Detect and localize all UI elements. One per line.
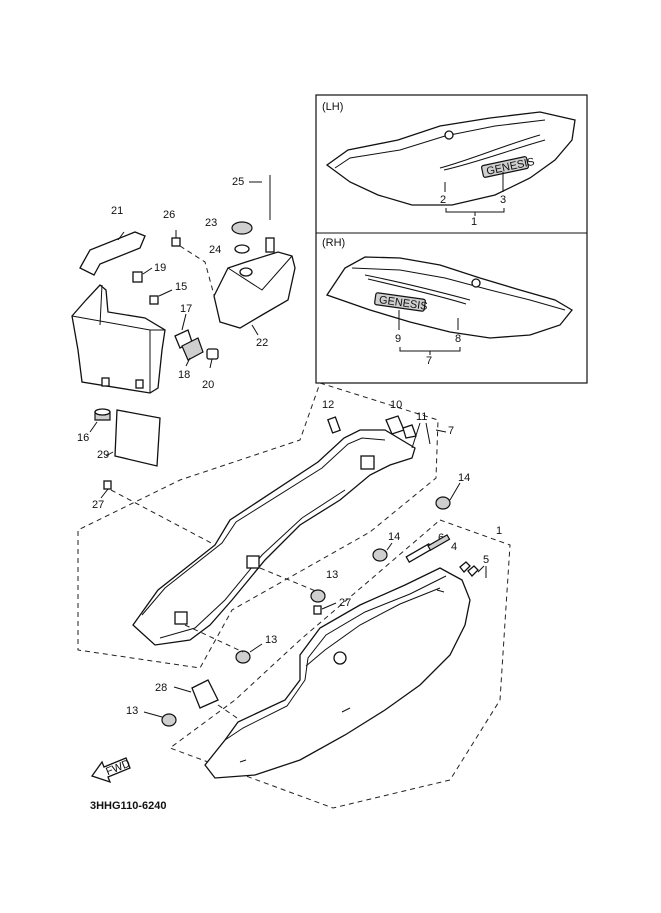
diagram-code: 3HHG110-6240 [90, 800, 166, 812]
callout-11: 11 [416, 411, 427, 423]
reservoir-tank [213, 251, 296, 329]
callout-1: 1 [496, 525, 502, 537]
callout-13b: 13 [265, 634, 277, 646]
callout-12: 12 [322, 399, 334, 411]
inner-side-cover: 12 10 11 7 14 27 13 13 27 [77, 382, 470, 669]
side-cover-inset: (LH) (RH) GENESIS 2 3 1 GEN [315, 94, 588, 384]
callout-21: 21 [111, 205, 123, 217]
fwd-label: FWD [104, 758, 132, 779]
callout-25: 25 [232, 176, 244, 188]
reservoir-tank-assembly: 25 23 24 22 [205, 175, 296, 349]
callout-17: 17 [180, 303, 192, 315]
cover-plate [114, 409, 161, 467]
rh-emblem [374, 292, 426, 312]
callout-18: 18 [178, 369, 190, 381]
callout-lh-1: 1 [471, 216, 477, 228]
callout-rh-7: 7 [426, 355, 432, 367]
bracket [360, 455, 375, 470]
callout-4: 4 [451, 541, 457, 553]
inner-cover-boundary [77, 382, 439, 669]
callout-rh-9: 9 [395, 333, 401, 345]
cover-knob [333, 651, 347, 665]
callout-23: 23 [205, 217, 217, 229]
callout-19: 19 [154, 262, 166, 274]
grommet [181, 337, 204, 361]
callout-7: 7 [448, 425, 454, 437]
callout-20: 20 [202, 379, 214, 391]
fwd-arrow-icon [90, 757, 131, 784]
pin [327, 416, 341, 434]
emblem-strip-4 [427, 534, 451, 552]
clip-5b [467, 565, 479, 577]
outer-side-cover: 1 14 6 4 5 28 13 [126, 519, 511, 809]
bracket-lower [246, 555, 260, 569]
stay [385, 415, 405, 435]
callout-26: 26 [163, 209, 175, 221]
callout-28: 28 [155, 682, 167, 694]
seal-pad [191, 679, 219, 709]
bolt [206, 348, 219, 360]
callout-lh-3: 3 [500, 194, 506, 206]
grommet-13c [161, 713, 177, 727]
battery-box-assembly: 21 16 29 19 15 17 18 20 [71, 205, 219, 467]
lh-side-cover: GENESIS 2 3 1 [325, 111, 576, 228]
callout-rh-8: 8 [455, 333, 461, 345]
hose-joint [265, 237, 275, 253]
lh-emblem [481, 156, 529, 178]
screw [171, 237, 181, 247]
callout-10: 10 [390, 399, 402, 411]
bracket-front [174, 611, 188, 625]
grommet-13a [310, 589, 326, 603]
lh-label: (LH) [322, 101, 343, 113]
callout-13c: 13 [126, 705, 138, 717]
callout-14b: 14 [388, 531, 400, 543]
callout-5: 5 [483, 554, 489, 566]
strap [79, 231, 146, 276]
clip-5a [459, 561, 471, 573]
callout-lh-2: 2 [440, 194, 446, 206]
washer [234, 244, 250, 254]
callout-29: 29 [97, 449, 109, 461]
inner-cover-frame [132, 429, 416, 646]
grommet-14a [435, 496, 451, 510]
callout-27a: 27 [92, 499, 104, 511]
rh-side-cover: GENESIS 9 8 7 [325, 256, 573, 367]
callout-24: 24 [209, 244, 221, 256]
outer-cover-boundary [168, 519, 511, 809]
screw-27a [103, 480, 112, 490]
clip [132, 271, 143, 283]
callout-22: 22 [256, 337, 268, 349]
callout-15: 15 [175, 281, 187, 293]
outer-cover-panel [204, 567, 471, 779]
callout-13a: 13 [326, 569, 338, 581]
rh-label: (RH) [322, 237, 345, 249]
cap [231, 221, 253, 235]
grommet-13b [235, 650, 251, 664]
callout-27b: 27 [339, 597, 351, 609]
callout-16: 16 [77, 432, 89, 444]
grommet-14b [372, 548, 388, 562]
forward-arrow: FWD [90, 757, 132, 784]
screw-27b [313, 605, 322, 615]
callout-14a: 14 [458, 472, 470, 484]
